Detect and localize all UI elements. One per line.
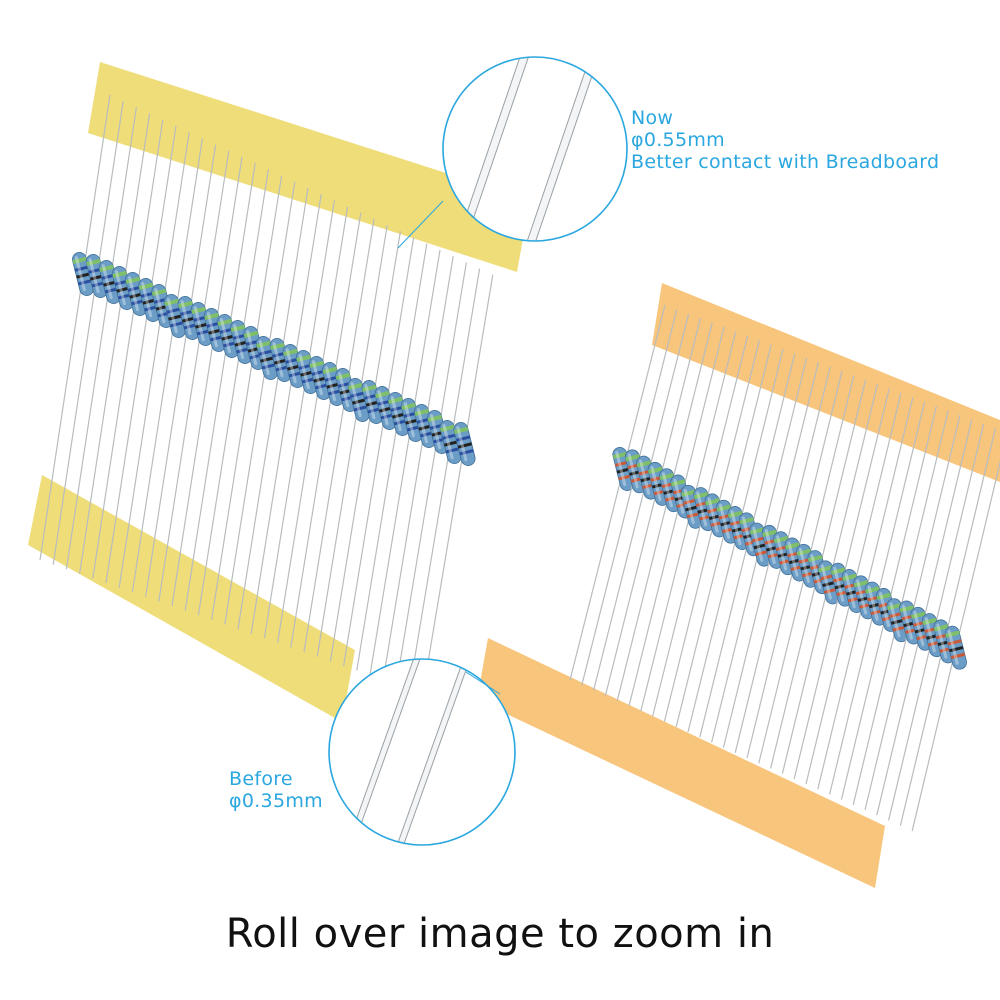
resistor-body [886, 598, 909, 643]
lead-wire [277, 206, 349, 643]
lead-wire [184, 163, 256, 611]
resistor-body [322, 362, 345, 406]
magnifier-lens-icon [328, 658, 516, 846]
lead-wire [79, 113, 151, 574]
resistor-body [163, 294, 187, 338]
lead-wire [224, 181, 296, 625]
resistor-body [85, 254, 108, 298]
lead-wire [382, 256, 454, 680]
resistor-body [217, 314, 240, 358]
lead-wire [65, 107, 137, 570]
lead-wire [290, 212, 362, 648]
resistor-body [749, 522, 772, 567]
resistor-body [98, 260, 121, 304]
lead-wire [105, 125, 177, 584]
resistor-batch-yellow [28, 62, 530, 722]
lead-wire [369, 249, 441, 676]
lead-wire [593, 313, 690, 691]
magnifier-lens-icon [442, 56, 628, 242]
lead-wire [569, 304, 666, 681]
callout-before: Before φ0.35mm [229, 768, 323, 812]
lead-wire [52, 101, 124, 565]
product-image[interactable] [0, 0, 1000, 890]
lead-wire [39, 94, 111, 561]
resistor-body [374, 386, 397, 430]
lead-wire [171, 156, 243, 607]
resistor-body [400, 398, 424, 442]
lead-wire [663, 340, 760, 722]
lead-wire [356, 243, 428, 671]
lead-wire [263, 200, 335, 639]
lead-wire [131, 138, 203, 593]
lead-wire [250, 194, 322, 634]
resistor-body [361, 380, 384, 424]
resistor-body [414, 404, 437, 448]
callout-now-label: Now [631, 107, 674, 129]
tape-strip [88, 62, 530, 272]
lead-wire [343, 237, 415, 666]
resistor-body [204, 308, 227, 352]
resistor-body [453, 422, 476, 466]
resistor-body [818, 560, 841, 605]
lead-wire [303, 218, 375, 653]
magnifier-before [328, 658, 516, 846]
lead-wire [211, 175, 283, 620]
callout-now: Now φ0.55mm Better contact with Breadboa… [631, 107, 939, 173]
callout-now-diameter: φ0.55mm [631, 129, 725, 151]
lead-wire [316, 225, 388, 657]
resistor-body [112, 266, 135, 310]
lead-wire [395, 262, 467, 685]
resistor-body [190, 302, 213, 346]
resistor-body [269, 338, 292, 382]
lead-wire [422, 274, 494, 694]
lead-wire [581, 309, 678, 686]
lead-wire [409, 268, 481, 689]
resistor-batch-orange [477, 283, 1000, 888]
lead-wire [604, 318, 701, 696]
resistor-body [680, 484, 703, 529]
lead-wire [329, 231, 401, 662]
callout-before-diameter: φ0.35mm [229, 790, 323, 812]
resistor-body [439, 420, 462, 464]
lead-wire [118, 132, 190, 588]
lead-wire [616, 322, 713, 701]
resistor-body [612, 447, 635, 491]
resistor-body [138, 278, 161, 322]
tape-strip [477, 638, 885, 888]
callout-now-benefit: Better contact with Breadboard [631, 151, 940, 173]
resistor-body [295, 350, 318, 394]
tape-strip [28, 475, 355, 722]
resistor-body [944, 625, 967, 670]
resistor-body [347, 378, 370, 422]
lead-wire [197, 169, 269, 616]
lead-wire [145, 144, 217, 597]
lead-wire [911, 460, 1000, 831]
lead-wire [628, 326, 725, 707]
zoom-hint-text[interactable]: Roll over image to zoom in [225, 911, 775, 957]
lead-wire [158, 150, 230, 602]
callout-before-label: Before [229, 768, 293, 790]
lead-wire [92, 119, 164, 579]
lead-wire [237, 187, 309, 630]
lead-wire [652, 335, 749, 717]
magnifier-now [397, 56, 628, 249]
